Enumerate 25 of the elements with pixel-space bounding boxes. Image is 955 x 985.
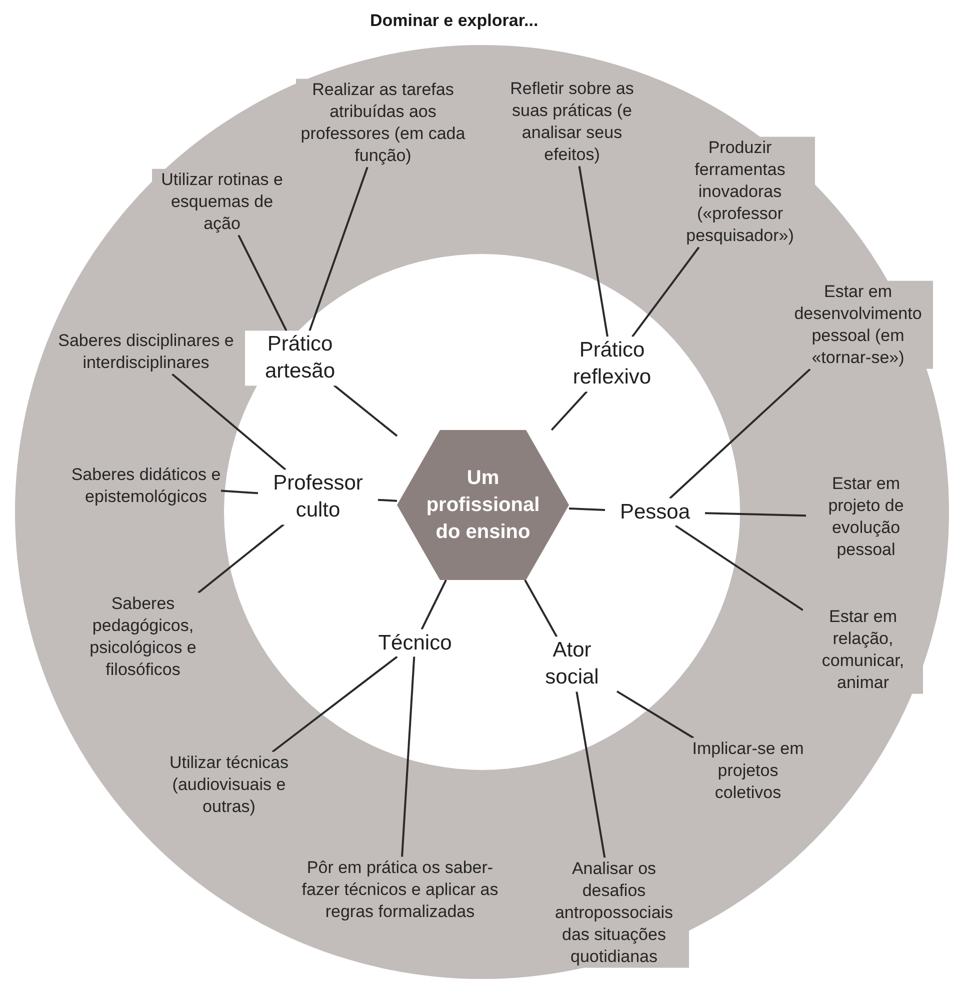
role-label: Pessoa: [605, 498, 705, 526]
connector-line: [378, 498, 398, 502]
connector-line: [568, 508, 606, 511]
role-label: Professor culto: [258, 470, 378, 524]
hexagon-node: [397, 430, 569, 580]
diagram-title: Dominar e explorar...: [370, 10, 538, 32]
connector-line: [669, 368, 811, 500]
connector-line: [401, 656, 416, 857]
connector-line: [308, 166, 368, 332]
connector-line: [616, 690, 694, 739]
connector-line: [704, 512, 806, 517]
connector-line: [198, 524, 284, 594]
connector-line: [333, 384, 398, 437]
connector-line: [272, 656, 398, 753]
connector-line: [550, 390, 588, 431]
connector-line: [524, 580, 558, 638]
connector-line: [220, 490, 258, 494]
connector-line: [578, 166, 608, 337]
connector-line: [420, 580, 447, 630]
connector-line: [675, 524, 804, 612]
connector-line: [576, 691, 606, 858]
hexagon-label: Um profissional do ensino: [425, 466, 541, 544]
connector-line: [632, 246, 700, 338]
connector-line: [172, 373, 286, 470]
connector-line: [238, 234, 288, 332]
